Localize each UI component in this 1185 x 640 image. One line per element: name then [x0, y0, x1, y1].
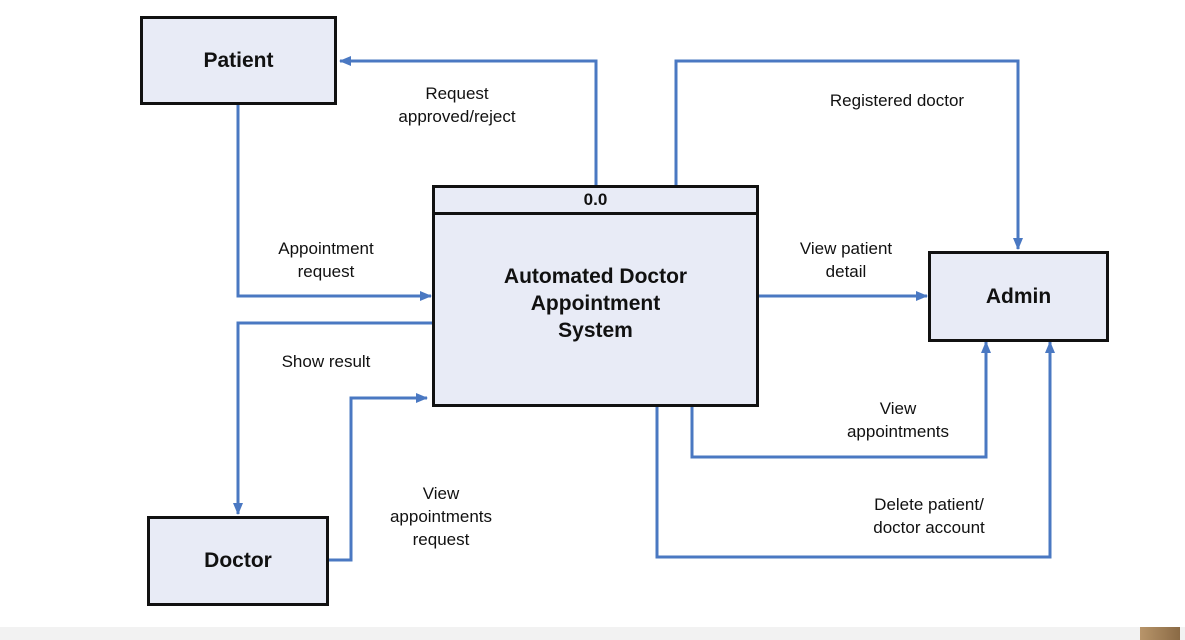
entity-doctor: Doctor — [147, 516, 329, 606]
entity-doctor-label: Doctor — [204, 549, 272, 572]
label-view-appointments: View appointments — [846, 399, 950, 441]
entity-patient: Patient — [140, 16, 337, 105]
process-name: Automated Doctor Appointment System — [503, 265, 688, 342]
entity-admin-label: Admin — [985, 284, 1052, 308]
arrow-registered-doctor — [674, 59, 1023, 250]
bottom-strip — [0, 627, 1185, 640]
label-show-result: Show result — [281, 352, 371, 371]
entity-patient-label: Patient — [203, 48, 274, 72]
label-view-patient-detail: View patient detail — [799, 239, 893, 281]
arrow-request-approved — [339, 56, 598, 185]
label-appointment-request: Appointment request — [278, 239, 374, 281]
arrow-view-appointments-request — [327, 393, 428, 562]
label-request-approved: Request approved/reject — [398, 84, 516, 126]
arrow-show-result — [233, 321, 433, 515]
arrow-view-appointments — [690, 341, 991, 459]
label-registered-doctor: Registered doctor — [829, 91, 965, 110]
process-id: 0.0 — [435, 188, 756, 215]
arrow-appointment-request — [236, 105, 432, 301]
process-box: 0.0 Automated Doctor Appointment System — [432, 185, 759, 407]
arrow-delete-account — [655, 341, 1055, 559]
entity-admin: Admin — [928, 251, 1109, 342]
corner-thumbnail — [1140, 627, 1180, 640]
label-delete-account: Delete patient/ doctor account — [873, 495, 985, 537]
label-view-appointments-request: View appointments request — [389, 484, 493, 549]
